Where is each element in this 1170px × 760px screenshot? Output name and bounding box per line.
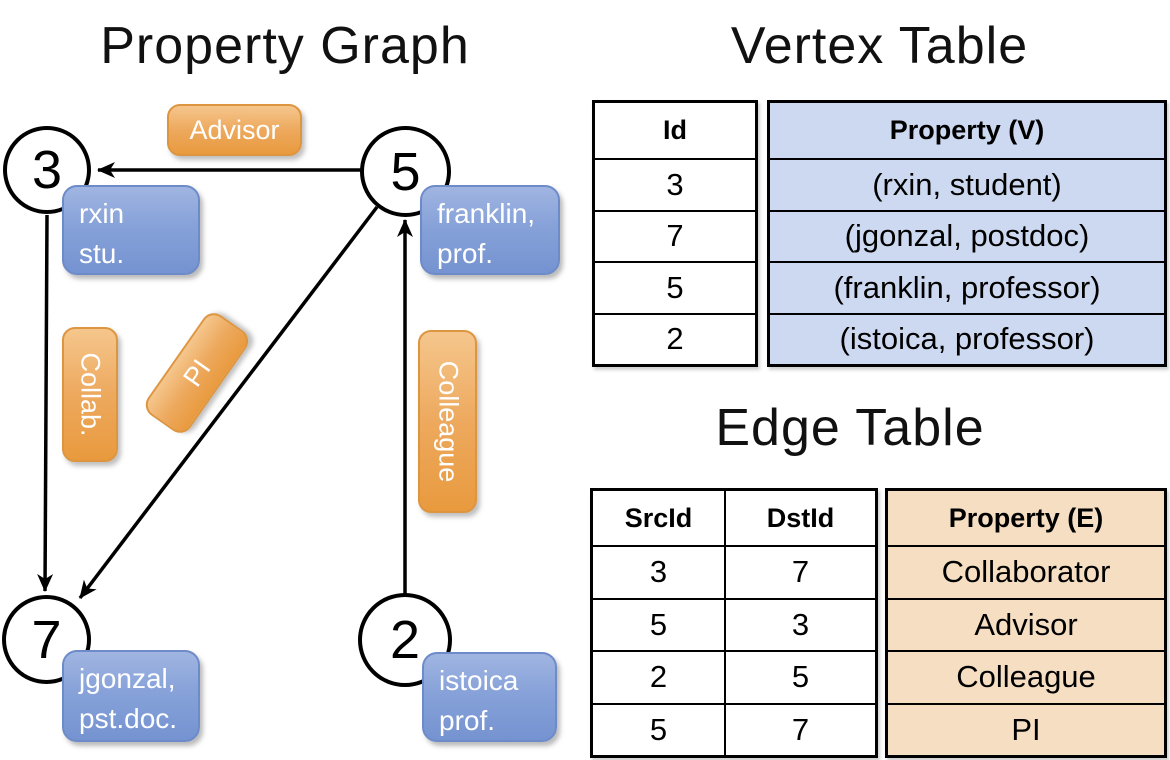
edge-table-property-cell: PI	[888, 702, 1164, 755]
vertex-table-id-cell: 5	[595, 261, 755, 313]
node-id-label: 3	[31, 140, 63, 200]
vertex-table-title: Vertex Table	[730, 17, 1029, 75]
vertex-table-id-cell: 3	[595, 158, 755, 210]
edge-table-header-row: SrcId DstId	[593, 491, 875, 545]
vertex-table-property-cell: (istoica, professor)	[770, 312, 1164, 364]
vertex-table-id-column: Id 3 7 5 2	[592, 100, 758, 367]
vertex-property-line: jgonzal,	[79, 663, 176, 694]
vertex-property-box-3: rxin stu.	[62, 185, 200, 275]
edge-table-srcid-cell: 5	[593, 704, 726, 755]
edge-table-property-header: Property (E)	[888, 491, 1164, 545]
edge-table-row: 2 5	[593, 650, 875, 703]
vertex-property-line: prof.	[439, 704, 496, 736]
edge-table-srcid-cell: 2	[593, 652, 726, 703]
edge-label-advisor: Advisor	[167, 104, 302, 156]
vertex-property-line: istoica	[439, 665, 519, 696]
graph-node-3: 3	[3, 126, 91, 214]
edge-label-text: Colleague	[433, 360, 463, 483]
edge-table-id-columns: SrcId DstId 3 7 5 3 2 5 5 7	[590, 488, 878, 758]
node-id-label: 5	[390, 141, 421, 202]
edge-label-pi: PI	[140, 308, 254, 438]
property-graph-title: Property Graph	[100, 17, 470, 75]
edge-table-srcid-header: SrcId	[593, 491, 726, 545]
node-id-label: 2	[389, 610, 421, 670]
vertex-table-property-column: Property (V) (rxin, student) (jgonzal, p…	[767, 100, 1167, 367]
vertex-table-id-cell: 7	[595, 209, 755, 262]
vertex-property-box-5: franklin, prof.	[420, 185, 560, 275]
node-id-label: 7	[31, 609, 62, 670]
vertex-table-property-cell: (jgonzal, postdoc)	[770, 209, 1164, 261]
vertex-property-line: franklin,	[437, 198, 536, 229]
edge-table-title: Edge Table	[715, 399, 985, 457]
edge-table-dstid-header: DstId	[766, 502, 835, 533]
vertex-property-line: pst.doc.	[79, 702, 178, 734]
edge-table-row: 5 7	[593, 702, 875, 755]
vertex-table-id-cell: 2	[595, 312, 755, 365]
edge-table-row: 5 3	[593, 597, 875, 650]
edge-table-dstid-cell: 5	[791, 659, 810, 695]
edge-table-dstid-cell: 3	[791, 606, 810, 642]
edge-table-row: 3 7	[593, 545, 875, 598]
edge-label-text: Collab.	[75, 352, 106, 437]
edge-table-property-cell: Advisor	[888, 597, 1164, 650]
edge-label-text: Advisor	[189, 114, 280, 145]
vertex-property-line: rxin	[79, 198, 125, 229]
edge-label-text: PI	[176, 353, 217, 392]
vertex-table-property-cell: (rxin, student)	[770, 158, 1164, 210]
edge-table-dstid-cell: 7	[791, 554, 810, 590]
graph-node-5: 5	[360, 126, 451, 217]
edge-table-dstid-cell: 7	[791, 711, 810, 747]
edge-table-srcid-cell: 3	[593, 547, 726, 598]
vertex-property-line: prof.	[437, 237, 494, 269]
edge-line-collab-3-to-7	[37, 214, 54, 592]
vertex-property-line: stu.	[79, 237, 125, 269]
vertex-table-property-header: Property (V)	[770, 103, 1164, 158]
edge-label-collab: Collab.	[62, 327, 118, 462]
edge-table-property-cell: Collaborator	[888, 545, 1164, 598]
edge-table-property-cell: Colleague	[888, 650, 1164, 703]
vertex-table-id-header: Id	[663, 115, 687, 145]
vertex-property-box-7: jgonzal, pst.doc.	[62, 650, 200, 742]
edge-label-colleague: Colleague	[418, 330, 477, 513]
vertex-property-box-2: istoica prof.	[422, 652, 557, 742]
vertex-table-property-cell: (franklin, professor)	[770, 261, 1164, 313]
edge-table-property-column: Property (E) Collaborator Advisor Collea…	[885, 488, 1167, 758]
edge-table-srcid-cell: 5	[593, 599, 726, 650]
